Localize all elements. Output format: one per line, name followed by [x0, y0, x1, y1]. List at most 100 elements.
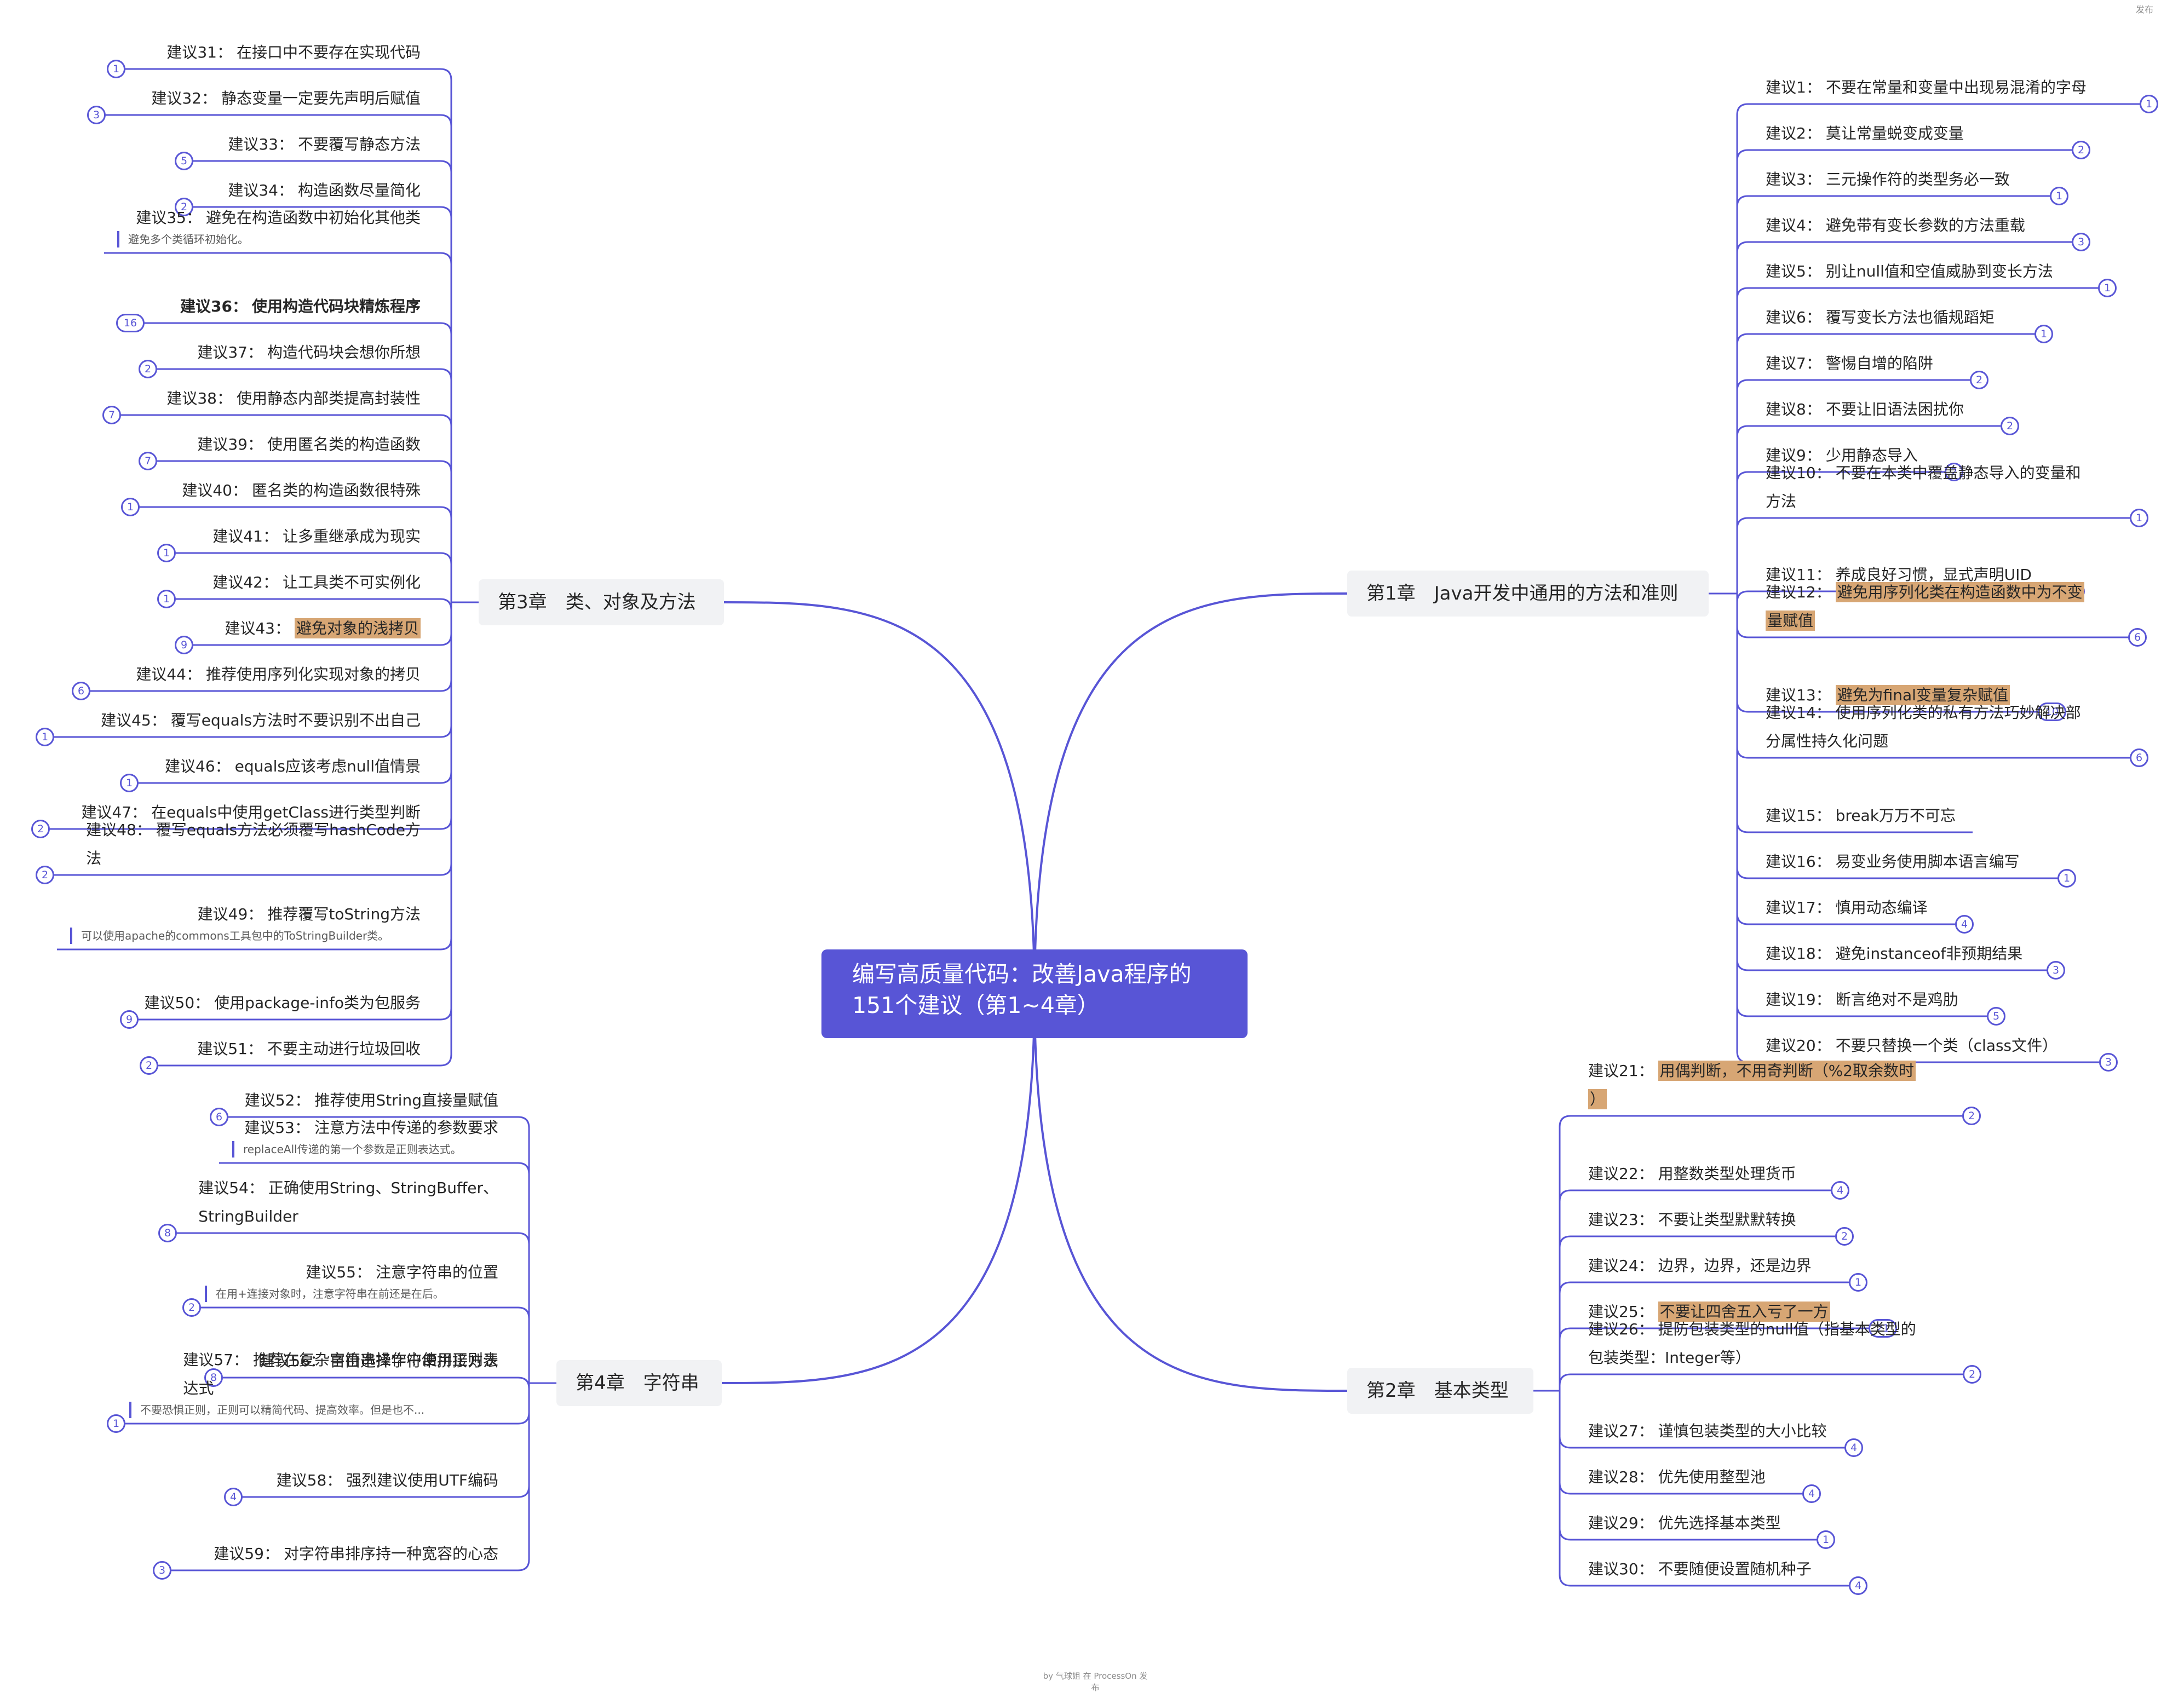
suggestion-node[interactable]: 建议36：使用构造代码块精炼程序	[180, 292, 421, 321]
suggestion-node[interactable]: 建议20：不要只替换一个类（class文件）	[1766, 1032, 2057, 1060]
suggestion-node[interactable]: 建议12：避免用序列化类在构造函数中为不变量赋值	[1766, 578, 2084, 635]
suggestion-node[interactable]: 建议11：养成良好习惯，显式声明UID	[1766, 561, 2032, 589]
comment-count-badge[interactable]: 2	[2072, 141, 2090, 159]
suggestion-node[interactable]: 建议18：避免instanceof非预期结果	[1766, 940, 2022, 968]
chapter-1-topic[interactable]: 第1章 Java开发中通用的方法和准则	[1347, 571, 1709, 617]
suggestion-node[interactable]: 建议41：让多重继承成为现实	[212, 522, 421, 551]
suggestion-node[interactable]: 建议58：强烈建议使用UTF编码	[277, 1466, 498, 1495]
comment-count-badge[interactable]: 10	[2038, 702, 2066, 721]
suggestion-node[interactable]: 建议21：用偶判断，不用奇判断（%2取余数时）	[1588, 1057, 1916, 1114]
chapter-4-topic[interactable]: 第4章 字符串	[556, 1360, 722, 1406]
comment-count-badge[interactable]: 5	[175, 152, 193, 170]
suggestion-node[interactable]: 建议31：在接口中不要存在实现代码	[166, 38, 421, 67]
comment-count-badge[interactable]: 2	[182, 1298, 201, 1317]
suggestion-node[interactable]: 建议22：用整数类型处理货币	[1588, 1160, 1796, 1188]
suggestion-node[interactable]: 建议54：正确使用String、StringBuffer、StringBuild…	[198, 1174, 498, 1231]
comment-count-badge[interactable]: 1	[157, 544, 176, 562]
comment-count-badge[interactable]: 4	[1955, 915, 1974, 934]
comment-count-badge[interactable]: 1	[2098, 279, 2117, 297]
suggestion-node[interactable]: 建议17：慎用动态编译	[1766, 894, 1928, 922]
suggestion-node[interactable]: 建议42：让工具类不可实例化	[212, 568, 421, 597]
suggestion-node[interactable]: 建议6：覆写变长方法也循规蹈矩	[1766, 303, 1995, 332]
comment-count-badge[interactable]: 2	[139, 360, 157, 378]
suggestion-node[interactable]: 建议28：优先使用整型池	[1588, 1463, 1766, 1492]
comment-count-badge[interactable]: 6	[2130, 748, 2148, 767]
suggestion-node[interactable]: 建议10：不要在本类中覆盖静态导入的变量和方法	[1766, 459, 2081, 516]
suggestion-node[interactable]: 建议34：构造函数尽量简化	[228, 176, 421, 205]
suggestion-node[interactable]: 建议33：不要覆写静态方法	[228, 130, 421, 159]
suggestion-node[interactable]: 建议7：警惕自增的陷阱	[1766, 349, 1933, 378]
comment-count-badge[interactable]: 6	[72, 682, 90, 700]
suggestion-node[interactable]: 建议35：避免在构造函数中初始化其他类	[136, 204, 421, 232]
comment-count-badge[interactable]: 6	[210, 1108, 228, 1126]
suggestion-node[interactable]: 建议51：不要主动进行垃圾回收	[197, 1035, 421, 1063]
comment-count-badge[interactable]: 1	[2130, 509, 2148, 527]
suggestion-node[interactable]: 建议43：避免对象的浅拷贝	[225, 614, 421, 643]
comment-count-badge[interactable]: 2	[1835, 1227, 1854, 1246]
suggestion-node[interactable]: 建议30：不要随便设置随机种子	[1588, 1555, 1812, 1583]
comment-count-badge[interactable]: 21	[1869, 1319, 1897, 1338]
comment-count-badge[interactable]: 1	[120, 774, 139, 792]
comment-count-badge[interactable]: 1	[1817, 1530, 1835, 1549]
comment-count-badge[interactable]: 1	[36, 728, 54, 746]
suggestion-node[interactable]: 建议45：覆写equals方法时不要识别不出自己	[101, 706, 421, 735]
suggestion-node[interactable]: 建议15：break万万不可忘	[1766, 802, 1956, 830]
suggestion-node[interactable]: 建议8：不要让旧语法困扰你	[1766, 395, 1964, 424]
suggestion-node[interactable]: 建议4：避免带有变长参数的方法重载	[1766, 211, 2025, 240]
suggestion-node[interactable]: 建议38：使用静态内部类提高封装性	[166, 384, 421, 413]
comment-count-badge[interactable]: 2	[1962, 1107, 1981, 1125]
comment-count-badge[interactable]: 3	[2072, 233, 2090, 251]
suggestion-node[interactable]: 建议46：equals应该考虑null值情景	[165, 752, 421, 781]
comment-count-badge[interactable]: 1	[107, 1414, 125, 1433]
comment-count-badge[interactable]: 16	[116, 314, 145, 332]
suggestion-node[interactable]: 建议53：注意方法中传递的参数要求	[244, 1114, 498, 1142]
chapter-3-topic[interactable]: 第3章 类、对象及方法	[479, 579, 724, 625]
suggestion-node[interactable]: 建议25：不要让四舍五入亏了一方	[1588, 1298, 1830, 1326]
suggestion-node[interactable]: 建议13：避免为final变量复杂赋值	[1766, 681, 2010, 710]
comment-count-badge[interactable]: 3	[2099, 1053, 2118, 1072]
comment-count-badge[interactable]: 1	[121, 498, 140, 516]
suggestion-node[interactable]: 建议48：覆写equals方法必须覆写hashCode方法	[86, 816, 421, 873]
comment-count-badge[interactable]: 7	[102, 406, 121, 424]
comment-count-badge[interactable]: 5	[1987, 1007, 2005, 1026]
comment-count-badge[interactable]: 2	[140, 1056, 158, 1075]
suggestion-node[interactable]: 建议3：三元操作符的类型务必一致	[1766, 165, 2010, 194]
comment-count-badge[interactable]: 2	[2001, 417, 2019, 435]
comment-count-badge[interactable]: 7	[139, 452, 157, 470]
comment-count-badge[interactable]: 2	[175, 198, 193, 216]
comment-count-badge[interactable]: 2	[31, 820, 50, 838]
suggestion-node[interactable]: 建议39：使用匿名类的构造函数	[197, 430, 421, 459]
suggestion-node[interactable]: 建议1：不要在常量和变量中出现易混淆的字母	[1766, 73, 2087, 102]
central-topic[interactable]: 编写高质量代码：改善Java程序的 151个建议（第1~4章）	[821, 949, 1248, 1038]
suggestion-node[interactable]: 建议29：优先选择基本类型	[1588, 1509, 1781, 1537]
suggestion-node[interactable]: 建议24：边界，边界，还是边界	[1588, 1252, 1812, 1280]
suggestion-node[interactable]: 建议40：匿名类的构造函数很特殊	[182, 476, 421, 505]
comment-count-badge[interactable]: 4	[1849, 1576, 1867, 1595]
suggestion-node[interactable]: 建议16：易变业务使用脚本语言编写	[1766, 848, 2020, 876]
comment-count-badge[interactable]: 2	[1970, 371, 1988, 389]
suggestion-node[interactable]: 建议52：推荐使用String直接量赋值	[245, 1086, 498, 1115]
comment-count-badge[interactable]: 1	[2057, 869, 2076, 888]
suggestion-node[interactable]: 建议59：对字符串排序持一种宽容的心态	[214, 1540, 498, 1568]
suggestion-node[interactable]: 建议27：谨慎包装类型的大小比较	[1588, 1417, 1827, 1446]
chapter-2-topic[interactable]: 第2章 基本类型	[1347, 1368, 1533, 1414]
suggestion-node[interactable]: 建议2：莫让常量蜕变成变量	[1766, 119, 1964, 148]
comment-count-badge[interactable]: 3	[2047, 961, 2065, 980]
comment-count-badge[interactable]: 1	[1849, 1273, 1867, 1292]
comment-count-badge[interactable]: 3	[153, 1561, 171, 1580]
comment-count-badge[interactable]: 8	[158, 1224, 177, 1242]
comment-count-badge[interactable]: 9	[175, 636, 193, 654]
suggestion-node[interactable]: 建议23：不要让类型默默转换	[1588, 1206, 1796, 1234]
comment-count-badge[interactable]: 1	[2034, 325, 2053, 343]
suggestion-node[interactable]: 建议49：推荐覆写toString方法	[198, 900, 421, 929]
comment-count-badge[interactable]: 1	[2140, 95, 2158, 113]
suggestion-node[interactable]: 建议44：推荐使用序列化实现对象的拷贝	[136, 660, 421, 689]
comment-count-badge[interactable]: 4	[1802, 1484, 1821, 1503]
comment-count-badge[interactable]: 6	[2128, 628, 2147, 647]
suggestion-node[interactable]: 建议55：注意字符串的位置	[306, 1258, 498, 1287]
suggestion-node[interactable]: 建议57：推荐在复杂字符串操作中使用正则表达式	[183, 1346, 498, 1403]
suggestion-node[interactable]: 建议19：断言绝对不是鸡肋	[1766, 986, 1958, 1014]
comment-count-badge[interactable]: 4	[224, 1488, 243, 1506]
comment-count-badge[interactable]: 1	[2050, 187, 2068, 205]
comment-count-badge[interactable]: 4	[1831, 1181, 1849, 1200]
